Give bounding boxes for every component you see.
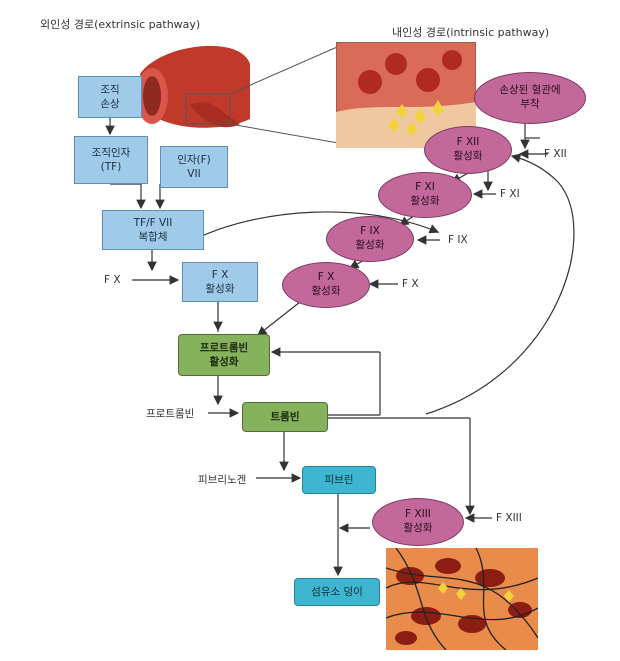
damaged-vessel-image (136, 45, 250, 128)
prothrombin-label: 프로트롬빈 (146, 408, 195, 420)
vessel-attach-ellipse: 손상된 혈관에 부착 (474, 72, 586, 124)
fxii-activation-ellipse: F XII 활성화 (424, 126, 512, 174)
fix-activation-ellipse: F IX 활성화 (326, 216, 414, 262)
fxii-label: F XII (544, 148, 567, 160)
extrinsic-header: 외인성 경로(extrinsic pathway) (40, 18, 201, 31)
fxi-activation-ellipse: F XI 활성화 (378, 172, 472, 218)
fx-activation-box: F X 활성화 (182, 262, 258, 302)
tf-fvii-complex-box: TF/F VII 복합체 (102, 210, 204, 250)
fix-label: F IX (448, 234, 468, 246)
fx-left-label: F X (104, 274, 121, 286)
tissue-factor-box: 조직인자 (TF) (74, 136, 148, 184)
tissue-damage-box: 조직 손상 (78, 76, 142, 118)
intrinsic-header: 내인성 경로(intrinsic pathway) (392, 26, 550, 39)
fx-activation-ellipse: F X 활성화 (282, 262, 370, 308)
thrombin-box: 트롬빈 (242, 402, 328, 432)
fxiii-label: F XIII (496, 512, 522, 524)
zoom-connector (229, 43, 345, 145)
fibrin-clot-image (386, 548, 538, 650)
fxiii-activation-ellipse: F XIII 활성화 (372, 498, 464, 546)
factor-vii-box: 인자(F) VII (160, 146, 228, 188)
fxi-label: F XI (500, 188, 520, 200)
fibrin-box: 피브린 (302, 466, 376, 494)
prothrombin-activation-box: 프로트롬빈 활성화 (178, 334, 270, 376)
fibrinogen-label: 피브리노겐 (198, 474, 247, 486)
fx-right-label: F X (402, 278, 419, 290)
fibrin-clot-box: 섬유소 덩이 (294, 578, 380, 606)
